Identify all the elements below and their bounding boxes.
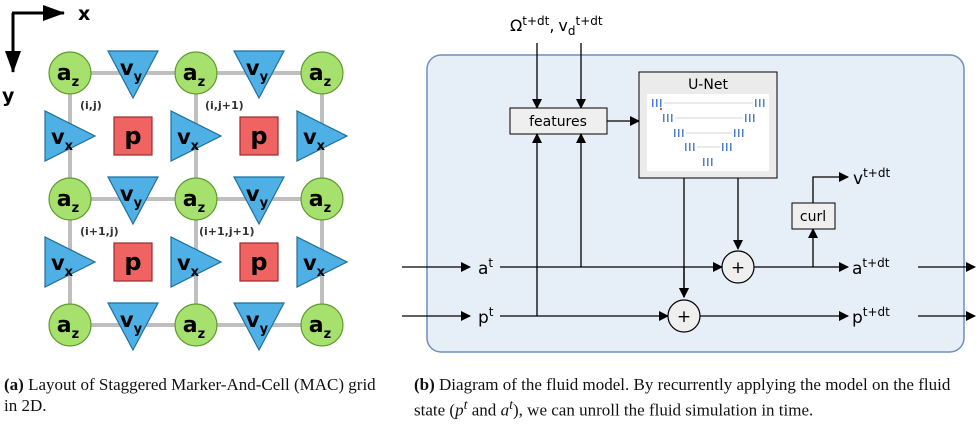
v-y-cell: vy — [107, 302, 159, 352]
p-cell: p — [113, 242, 153, 282]
svg-text:p: p — [250, 122, 267, 150]
v-x-cell: vx — [170, 110, 223, 162]
p-cell: p — [239, 242, 279, 282]
svg-text:az: az — [57, 61, 79, 90]
p-t-input-label: pt — [478, 305, 494, 328]
a-t-dt-output-label: at+dt — [852, 256, 890, 279]
a-z-cell: az — [300, 51, 344, 95]
grid-cells: az vy az vy az vx p vx p vx az vy az vy az vx p vx p vx az vy… — [44, 50, 349, 352]
v-y-cell: vy — [233, 50, 285, 100]
a-t-input-label: at — [478, 256, 493, 279]
caption-b: (b) Diagram of the fluid model. By recur… — [414, 375, 951, 420]
v-y-cell: vy — [233, 302, 285, 352]
svg-text:+: + — [677, 307, 691, 327]
svg-text:vx: vx — [51, 251, 74, 280]
caption-a: (a) Layout of Staggered Marker-And-Cell … — [4, 375, 376, 415]
top-inputs-label: Ωt+dt,vdt+dt — [510, 14, 603, 38]
svg-text:vy: vy — [120, 182, 143, 211]
p-t-dt-output-label: pt+dt — [852, 305, 890, 328]
v-y-cell: vy — [233, 176, 285, 226]
v-x-cell: vx — [170, 236, 223, 288]
index-label-i1-j: (i+1,j) — [80, 225, 119, 238]
svg-text:vy: vy — [120, 56, 143, 85]
fluid-model-diagram: Ωt+dt,vdt+dt features U-Net at pt + + — [402, 14, 976, 353]
svg-text:az: az — [57, 187, 79, 216]
a-z-cell: az — [48, 303, 92, 347]
svg-text:vy: vy — [246, 56, 269, 85]
svg-text:+: + — [731, 258, 745, 278]
v-x-cell: vx — [44, 236, 97, 288]
a-z-cell: az — [300, 303, 344, 347]
v-y-cell: vy — [107, 176, 159, 226]
svg-text:az: az — [183, 313, 205, 342]
svg-text:az: az — [309, 187, 331, 216]
v-x-cell: vx — [296, 236, 349, 288]
svg-text:az: az — [57, 313, 79, 342]
svg-text:az: az — [183, 187, 205, 216]
svg-text:p: p — [250, 248, 267, 276]
y-axis-label: y — [2, 85, 15, 107]
svg-text:p: p — [124, 248, 141, 276]
a-z-cell: az — [300, 177, 344, 221]
a-z-cell: az — [48, 51, 92, 95]
svg-text:vy: vy — [120, 308, 143, 337]
features-label: features — [529, 114, 587, 130]
index-label-i1-j1: (i+1,j+1) — [199, 225, 255, 238]
svg-text:az: az — [183, 61, 205, 90]
v-y-cell: vy — [107, 50, 159, 100]
x-axis-label: x — [78, 3, 90, 25]
unet-architecture-icon — [652, 99, 765, 166]
v-x-cell: vx — [44, 110, 97, 162]
svg-text:vx: vx — [177, 251, 200, 280]
curl-box — [791, 202, 836, 230]
svg-text:vy: vy — [246, 308, 269, 337]
svg-text:vx: vx — [303, 125, 326, 154]
svg-text:vx: vx — [303, 251, 326, 280]
index-label-i-j1: (i,j+1) — [205, 99, 244, 112]
svg-text:vx: vx — [177, 125, 200, 154]
v-x-cell: vx — [296, 110, 349, 162]
p-cell: p — [239, 116, 279, 156]
mac-grid-panel: x y az vy az vy az vx p vx p vx az vy az vy az vx p vx p vx… — [2, 3, 349, 352]
unet-label: U-Net — [688, 77, 728, 93]
index-label-i-j: (i,j) — [80, 99, 102, 112]
svg-text:vx: vx — [51, 125, 74, 154]
a-z-cell: az — [174, 303, 218, 347]
a-z-cell: az — [174, 51, 218, 95]
a-z-cell: az — [174, 177, 218, 221]
svg-text:p: p — [124, 122, 141, 150]
svg-text:az: az — [309, 61, 331, 90]
svg-text:vy: vy — [246, 182, 269, 211]
v-t-dt-output-label: vt+dt — [853, 166, 890, 189]
curl-label: curl — [800, 209, 826, 225]
p-cell: p — [113, 116, 153, 156]
a-z-cell: az — [48, 177, 92, 221]
svg-text:az: az — [309, 313, 331, 342]
